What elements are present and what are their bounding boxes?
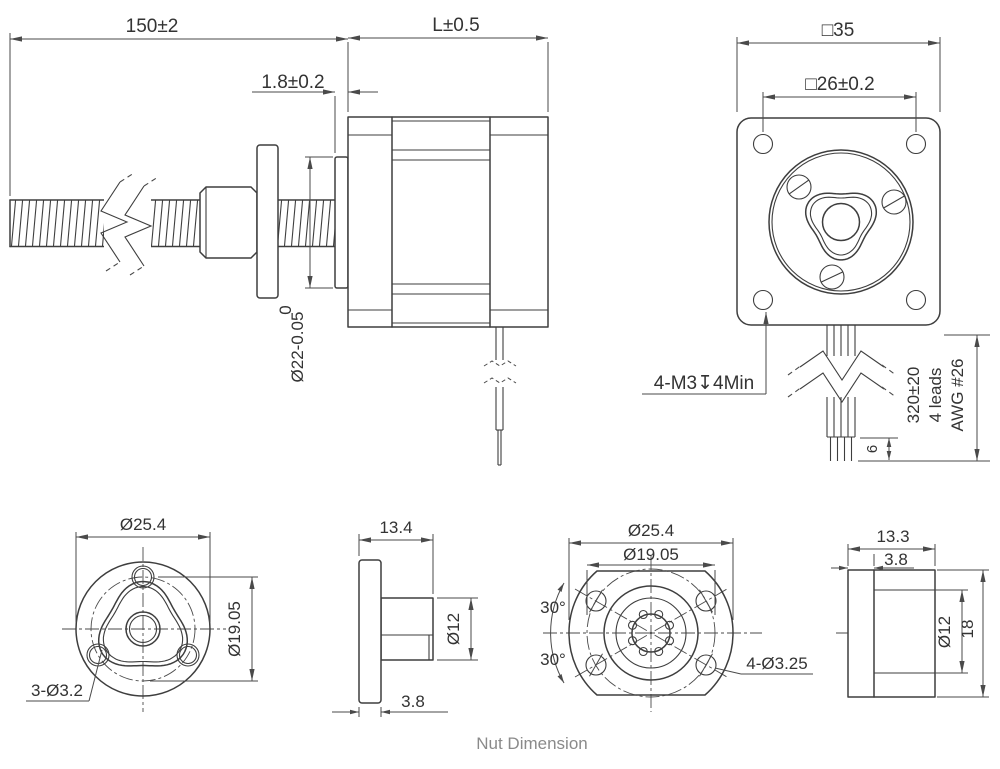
dim-wire-gauge: AWG #26 [948,358,967,431]
dim-bolt-circle: Ø19.05 [623,545,679,564]
dim-strip-length: 6 [864,445,881,453]
dim-mount-holes: 3-Ø3.2 [31,681,83,700]
dim-total-length: 13.3 [876,527,909,546]
dim-lead-count: 4 leads [926,368,945,423]
dim-boss-dia-upper-tol: 0 [276,305,295,314]
dim-flange-dia: Ø25.4 [628,521,674,540]
pilot-circle-inner [771,152,911,292]
screw-nut [199,144,279,299]
dim-mount-holes: 4-Ø3.25 [746,654,807,673]
dim-flange-dia: Ø25.4 [120,515,166,534]
center-hub [603,585,699,681]
nut-b-side-dimensions: 13.3 3.8 Ø12 18 [831,527,989,698]
nut-flange [256,144,279,299]
dim-mount-holes: 4-M3↧4Min [654,373,754,394]
flange-outline-with-flats [568,570,734,696]
face-screws [786,174,907,290]
dim-screw-length: 150±2 [126,16,179,37]
dim-bolt-circle: Ø19.05 [225,601,244,657]
front-view-dimensions: □35 □26±0.2 4-M3↧4Min 320±20 4 leads AWG… [642,20,990,462]
nut-body [380,597,434,661]
flange-holes [585,589,717,677]
flange-holes [86,565,200,667]
drawing-caption: Nut Dimension [476,734,588,753]
nut-b-side-view: 13.3 3.8 Ø12 18 [831,527,989,698]
bolt-circle [586,568,716,698]
nut-a-side-view: 13.4 Ø12 3.8 [332,518,478,717]
dim-boss-dia: Ø22-0.05 [288,312,307,383]
dim-body-dia: Ø12 [935,616,954,648]
splined-bore [631,613,671,653]
dim-lead-length: 320±20 [904,367,923,424]
bolt-circle [90,576,196,682]
lead-screw [9,199,336,248]
dim-angle-top: 30° [540,598,566,617]
lead-wires [787,325,897,461]
screw-break-symbol [100,172,159,276]
side-view: 150±2 L±0.5 1.8±0.2 0 Ø22-0.05 [9,15,549,466]
flange-outline [75,561,211,697]
motor-face-plate [736,117,941,326]
pilot-boss [334,156,349,289]
spline-lobes [627,609,675,657]
dim-total-length: 13.4 [379,518,412,537]
side-view-dimensions: 150±2 L±0.5 1.8±0.2 0 Ø22-0.05 [9,15,549,383]
stripped-wire-ends [829,437,853,461]
dim-flange-thickness: 3.8 [401,692,425,711]
centerline-diag-2 [574,588,728,678]
nut-flange [358,559,382,704]
center-hub [97,580,189,667]
mount-hole-top-right [905,133,927,155]
motor-body [347,116,549,328]
dim-mount-spacing: □26±0.2 [805,74,874,95]
dim-angle-bottom: 30° [540,650,566,669]
mount-hole-bottom-right [905,289,927,311]
nut-b-front-dimensions: Ø25.4 Ø19.05 30° 30° 4-Ø3.25 [540,521,813,684]
mount-hole-top-left [752,133,774,155]
dim-motor-length: L±0.5 [432,15,479,36]
nut-a-front-view: Ø25.4 Ø19.05 3-Ø3.2 [26,515,258,712]
nut-a-front-dimensions: Ø25.4 Ø19.05 3-Ø3.2 [26,515,258,702]
nut-b-front-view: Ø25.4 Ø19.05 30° 30° 4-Ø3.25 [540,521,813,712]
dim-across-flats: 18 [958,620,977,639]
shaft-bore [821,202,861,242]
pilot-circle-outer [768,149,914,295]
dim-boss-thickness: 1.8±0.2 [261,72,324,93]
dim-body-dia: Ø12 [444,613,463,645]
center-hub [804,192,878,261]
mount-hole-bottom-left [752,289,774,311]
dim-frame-size: □35 [822,20,855,41]
nut-outline [847,569,936,698]
dim-flange-thickness: 3.8 [884,550,908,569]
nut-a-side-dimensions: 13.4 Ø12 3.8 [332,518,478,717]
front-view: □35 □26±0.2 4-M3↧4Min 320±20 4 leads AWG… [642,20,990,462]
motor-wire-side [483,327,517,466]
